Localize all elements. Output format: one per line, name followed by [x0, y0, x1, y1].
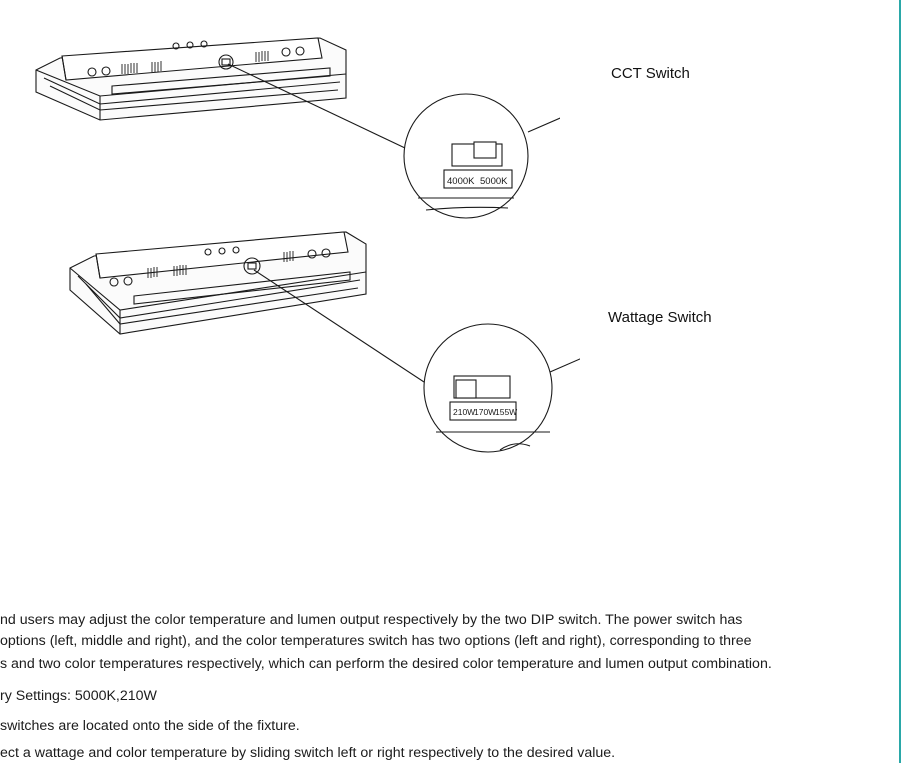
cct-switch-label: CCT Switch — [611, 65, 690, 82]
wattage-switch-label: Wattage Switch — [608, 309, 712, 326]
page-edge-rule — [899, 0, 901, 763]
instructions-line-3: s and two color temperatures respectivel… — [0, 656, 772, 672]
cct-option-4000k: 4000K — [447, 176, 475, 187]
wattage-option-155w: 155W — [495, 407, 517, 417]
wattage-option-170w: 170W — [474, 407, 496, 417]
wattage-option-210w: 210W — [453, 407, 475, 417]
instructions-line-1: nd users may adjust the color temperatur… — [0, 612, 743, 628]
instructions-line-2: options (left, middle and right), and th… — [0, 633, 752, 649]
factory-settings: ry Settings: 5000K,210W — [0, 688, 157, 704]
fixture-illustration-bottom: 210W 170W 155W — [69, 231, 580, 453]
fixture-illustration-top: 4000K 5000K — [35, 37, 560, 219]
cct-option-5000k: 5000K — [480, 176, 508, 187]
switch-location-note: switches are located onto the side of th… — [0, 718, 300, 734]
selection-instruction: ect a wattage and color temperature by s… — [0, 745, 616, 761]
